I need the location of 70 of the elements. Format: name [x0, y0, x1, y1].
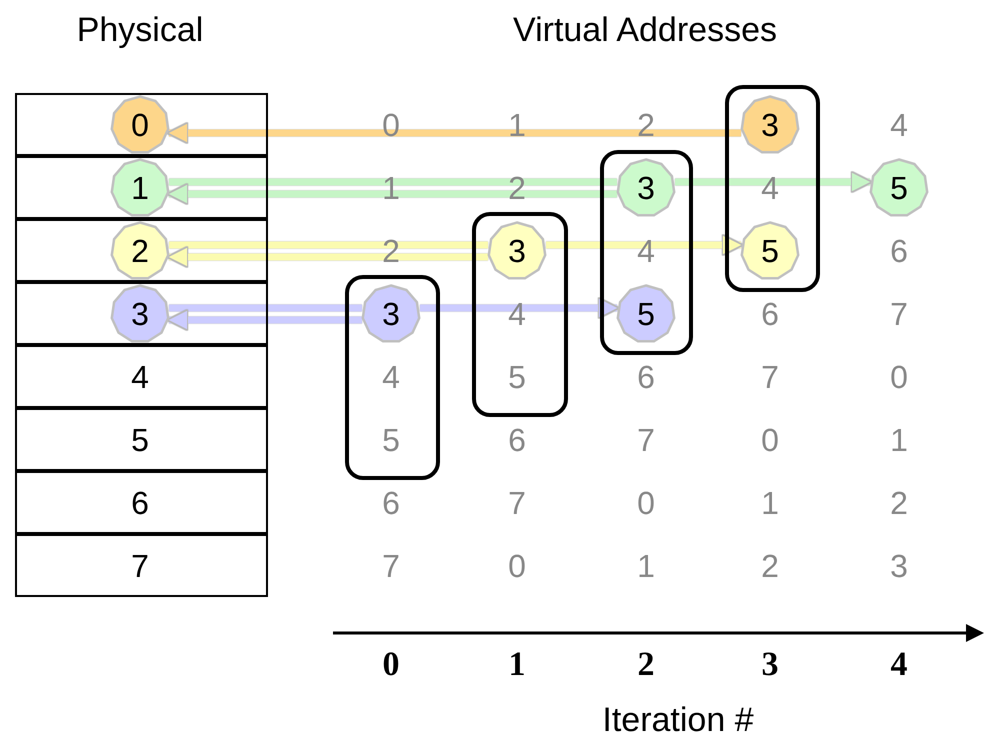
arrow — [166, 122, 741, 144]
address-number: 3 — [508, 234, 526, 266]
table-cell — [15, 534, 268, 597]
arrow — [675, 170, 873, 194]
table-cell — [15, 345, 268, 408]
virtual-address: 0 — [637, 486, 655, 518]
table-cell — [15, 156, 268, 219]
tick-label: 0 — [382, 648, 400, 682]
iteration-window — [345, 275, 440, 480]
virtual-address: 6 — [761, 298, 779, 330]
address-number: 2 — [131, 234, 149, 266]
virtual-address: 0 — [508, 550, 526, 582]
virtual-address: 1 — [382, 172, 400, 204]
virtual-address: 0 — [890, 360, 908, 392]
virtual-address: 6 — [637, 360, 655, 392]
virtual-address: 5 — [508, 360, 526, 392]
virtual-address: 1 — [761, 486, 779, 518]
virtual-address: 1 — [890, 424, 908, 456]
physical-address: 6 — [131, 486, 149, 518]
arrow — [420, 296, 620, 320]
tick-label: 1 — [508, 648, 526, 682]
tick-label: 2 — [638, 648, 654, 682]
virtual-address: 1 — [637, 550, 655, 582]
table-cell — [15, 408, 268, 471]
virtual-address: 3 — [890, 550, 908, 582]
virtual-address: 2 — [890, 486, 908, 518]
virtual-address: 7 — [382, 550, 400, 582]
virtual-address: 2 — [761, 550, 779, 582]
tick-label: 4 — [890, 648, 908, 682]
table-cell — [15, 471, 268, 534]
address-number: 5 — [637, 298, 655, 330]
virtual-address: 7 — [508, 486, 526, 518]
iteration-window — [600, 150, 693, 355]
virtual-address: 6 — [508, 424, 526, 456]
arrow — [166, 182, 617, 206]
virtual-address: 7 — [637, 424, 655, 456]
table-cell — [15, 219, 268, 282]
address-number: 5 — [890, 172, 908, 204]
virtual-address: 0 — [761, 424, 779, 456]
virtual-address: 4 — [890, 108, 908, 140]
virtual-address: 6 — [382, 486, 400, 518]
arrow — [166, 308, 362, 332]
table-cell — [15, 93, 268, 156]
address-number: 1 — [131, 172, 149, 204]
address-number: 3 — [761, 108, 779, 140]
address-number: 3 — [637, 172, 655, 204]
address-number: 3 — [131, 298, 149, 330]
virtual-address: 2 — [508, 172, 526, 204]
virtual-address: 4 — [382, 360, 400, 392]
virtual-address: 4 — [508, 298, 526, 330]
physical-address: 4 — [131, 360, 149, 392]
tick-label: 3 — [762, 648, 778, 682]
iteration-window — [725, 85, 820, 292]
column-title: Physical — [76, 13, 204, 47]
arrow — [546, 234, 744, 256]
iteration-window — [472, 212, 568, 417]
virtual-address: 4 — [761, 172, 779, 204]
virtual-address: 7 — [761, 360, 779, 392]
physical-address: 5 — [131, 424, 149, 456]
address-number: 0 — [131, 108, 149, 140]
address-number: 5 — [761, 234, 779, 266]
virtual-address: 5 — [382, 424, 400, 456]
arrow — [166, 246, 488, 268]
address-number: 3 — [382, 298, 400, 330]
virtual-address: 7 — [890, 298, 908, 330]
physical-address: 7 — [131, 550, 149, 582]
virtual-address: 6 — [890, 234, 908, 266]
column-title: Virtual Addresses — [513, 13, 777, 47]
table-cell — [15, 282, 268, 345]
axis-title: Iteration # — [602, 703, 754, 737]
